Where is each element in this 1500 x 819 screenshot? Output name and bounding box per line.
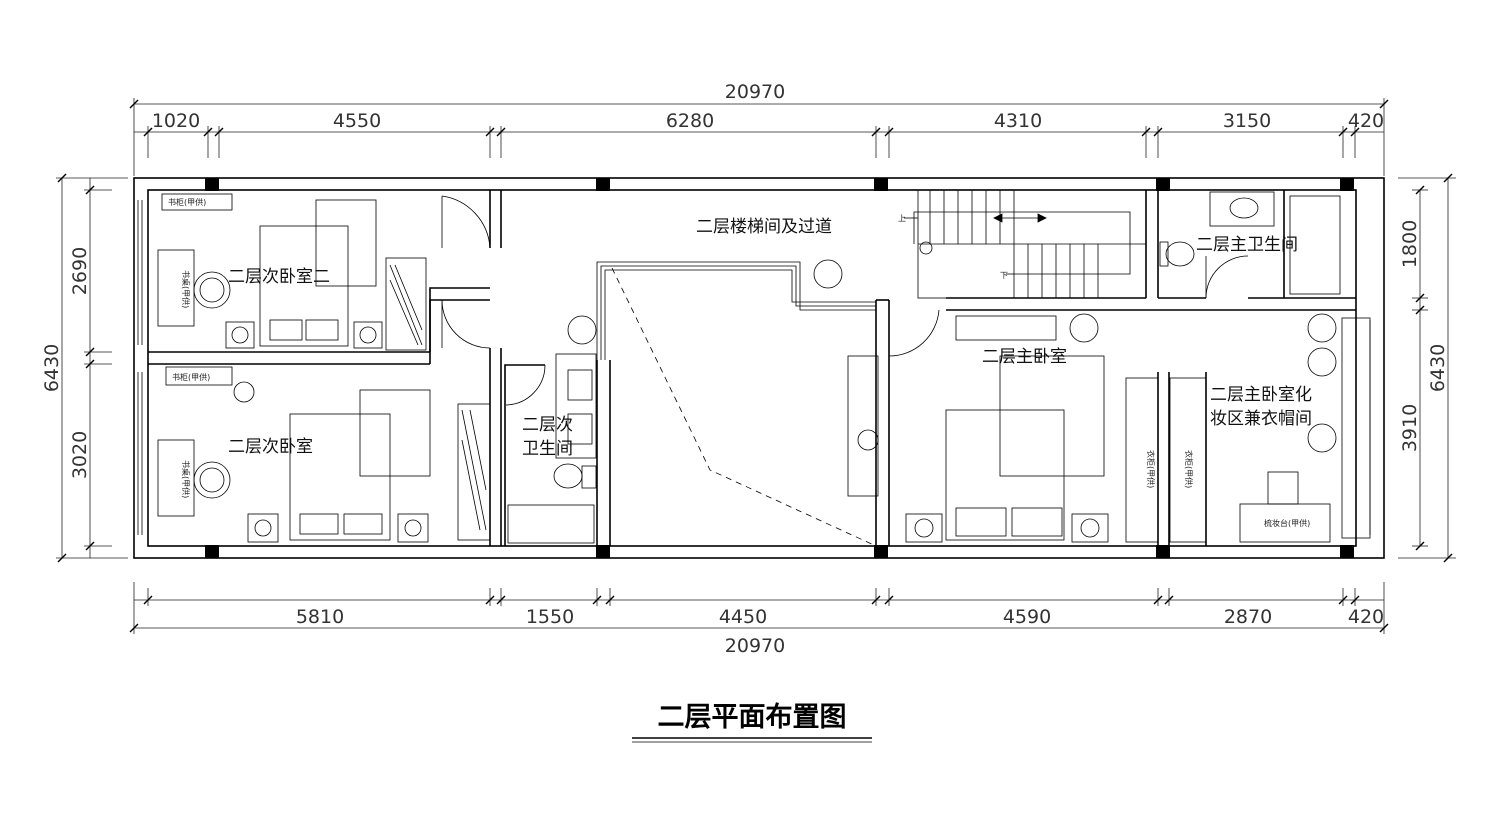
dim-right-total: 6430	[1427, 344, 1449, 392]
dim-left-2: 3020	[69, 431, 91, 479]
desk-2-label: 书桌(甲供)	[181, 460, 191, 498]
room-bedroom: 二层次卧室	[228, 437, 313, 457]
bookcase-2-label: 书柜(甲供)	[172, 372, 210, 382]
room-bath-secondary-1: 二层次	[522, 415, 573, 435]
dressing-furniture	[1239, 317, 1371, 543]
dim-top-3: 6280	[666, 110, 714, 132]
dim-left-1: 2690	[69, 247, 91, 295]
dim-bottom-total: 20970	[725, 635, 785, 657]
dim-right-1: 1800	[1399, 220, 1421, 268]
dim-bottom-1: 5810	[296, 606, 344, 628]
doors	[441, 195, 1249, 406]
room-stair-corridor: 二层楼梯间及过道	[696, 217, 832, 237]
room-bedroom-2: 二层次卧室二	[228, 267, 330, 287]
dim-bottom-2: 1550	[526, 606, 574, 628]
secondary-bath-fixtures	[507, 353, 597, 544]
dimension-right: 6430 1800 3910	[1398, 173, 1456, 563]
drawing-title: 二层平面布置图	[658, 702, 847, 733]
master-bedroom-furniture	[847, 315, 1207, 543]
bedroom-2-furniture	[157, 193, 427, 351]
desk-1-label: 书桌(甲供)	[181, 270, 191, 308]
dim-left-total: 6430	[41, 344, 63, 392]
corridor-void	[596, 261, 877, 547]
room-dressing-2: 妆区兼衣帽间	[1210, 409, 1312, 429]
staircase	[904, 189, 1147, 299]
plants	[233, 259, 1337, 451]
dim-top-6: 420	[1348, 110, 1384, 132]
dim-bottom-5: 2870	[1224, 606, 1272, 628]
dim-top-1: 1020	[152, 110, 200, 132]
dim-bottom-4: 4590	[1003, 606, 1051, 628]
dim-bottom-3: 4450	[719, 606, 767, 628]
vanity-label: 梳妆台(甲供)	[1264, 518, 1310, 528]
room-master-bath: 二层主卫生间	[1196, 235, 1298, 255]
dim-top-4: 4310	[994, 110, 1042, 132]
dim-top-2: 4550	[333, 110, 381, 132]
stair-up-label: 上	[898, 214, 906, 223]
columns	[205, 178, 1354, 558]
bedroom-furniture	[157, 366, 491, 543]
room-dressing-1: 二层主卧室化	[1210, 385, 1312, 405]
dimension-bottom: 5810 1550 4450 4590 2870 420 20970	[129, 582, 1389, 657]
dimension-top: 20970 1020 4550 6280 4310 3150 420	[129, 81, 1389, 176]
stair-down-label: 下	[1000, 271, 1008, 280]
dim-bottom-6: 420	[1348, 606, 1384, 628]
wardrobe-1-label: 衣柜(甲供)	[1146, 450, 1156, 488]
room-bath-secondary-2: 卫生间	[522, 439, 573, 459]
dimension-left: 6430 2690 3020	[41, 173, 128, 563]
dim-right-2: 3910	[1399, 404, 1421, 452]
dim-top-5: 3150	[1223, 110, 1271, 132]
bookcase-1-label: 书柜(甲供)	[168, 197, 206, 207]
master-bath-fixtures	[1159, 191, 1341, 295]
wardrobe-2-label: 衣柜(甲供)	[1184, 450, 1194, 488]
room-master-bedroom: 二层主卧室	[982, 347, 1067, 367]
dim-top-total: 20970	[725, 81, 785, 103]
